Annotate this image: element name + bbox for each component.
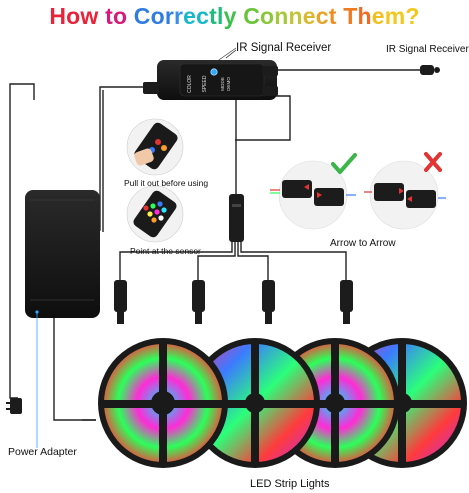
power-adapter: [25, 190, 100, 448]
connector-correct: [270, 153, 357, 230]
title-letter: e: [302, 3, 316, 29]
led-reel-2: [190, 338, 320, 468]
check-icon: [331, 153, 357, 174]
title-letter: C: [133, 3, 151, 29]
ir-receiver: [420, 65, 440, 75]
title-letter: n: [274, 3, 289, 29]
title-letter: o: [66, 3, 81, 29]
point-sensor-label: Point at the sensor: [130, 246, 201, 256]
remote-point-sensor: [126, 185, 184, 243]
title-letter: [337, 3, 344, 30]
title-letter: w: [80, 3, 99, 29]
title-letter: n: [288, 3, 303, 29]
title-letter: c: [315, 3, 329, 29]
title-letter: T: [343, 3, 358, 29]
title-letter: t: [209, 3, 218, 29]
page-title: How to Correctly Connect Them?: [0, 3, 469, 30]
ir-receiver-label: IR Signal Receiver: [236, 42, 332, 54]
ir-controller: COLOR SPEED MODE DEMO: [143, 49, 278, 100]
title-letter: y: [223, 3, 237, 29]
title-letter: m: [384, 3, 406, 29]
btn-color-label: COLOR: [187, 75, 193, 93]
title-letter: H: [49, 3, 67, 29]
title-letter: l: [217, 3, 224, 29]
title-letter: t: [105, 3, 113, 29]
arrow-to-arrow-label: Arrow to Arrow: [330, 238, 396, 249]
connector-wrong: [364, 152, 446, 230]
pull-out-label: Pull it out before using: [124, 178, 209, 188]
title-letter: ?: [405, 3, 420, 29]
title-letter: r: [174, 3, 184, 29]
btn-speed-label: SPEED: [202, 75, 208, 92]
led-strip-label: LED Strip Lights: [250, 478, 330, 490]
title-letter: o: [150, 3, 165, 29]
btn-demo-label: DEMO: [226, 77, 231, 91]
title-letter: o: [112, 3, 128, 29]
title-letter: t: [328, 3, 337, 29]
title-letter: C: [243, 3, 261, 29]
strip-connectors: [114, 280, 353, 324]
led-reels: [98, 338, 467, 468]
title-letter: [99, 3, 106, 30]
btn-mode-label: MODE: [220, 77, 225, 91]
title-letter: e: [183, 3, 197, 29]
title-letter: o: [260, 3, 275, 29]
ir-receiver-remote-label: IR Signal Receiver: [386, 44, 469, 55]
power-adapter-label: Power Adapter: [8, 446, 77, 458]
title-letter: r: [164, 3, 175, 29]
cross-icon: [424, 152, 442, 172]
title-letter: [237, 3, 244, 30]
leader-lines: [215, 47, 237, 63]
title-letter: [127, 3, 134, 30]
led-reel-1: [98, 338, 228, 468]
title-letter: e: [371, 3, 385, 29]
title-letter: h: [357, 3, 372, 29]
splitter: [229, 194, 244, 242]
title-letter: c: [196, 3, 210, 29]
remote-pull-out: [126, 118, 184, 176]
plug-icon: [6, 398, 22, 414]
